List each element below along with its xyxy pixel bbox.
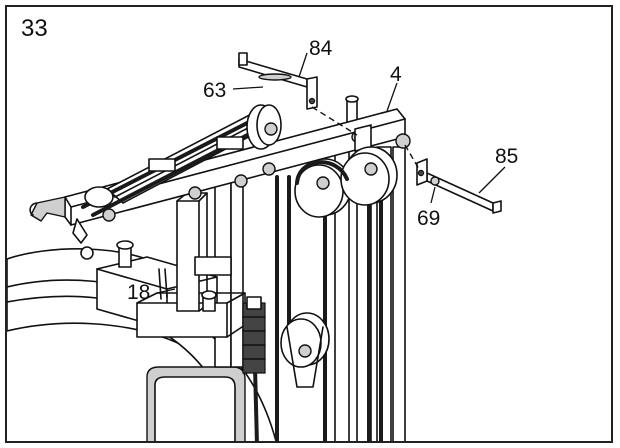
callout-18: 18 [127,281,150,304]
callout-84: 84 [309,37,333,60]
assembly-illustration: 84 63 4 85 69 18 [7,37,518,441]
handle-grip [242,296,266,374]
callout-63: 63 [203,79,226,102]
leader-lines [156,52,506,294]
bracket-85 [404,144,502,214]
lower-cables [253,175,383,441]
step-number: 33 [21,15,48,42]
callout-69: 69 [417,207,440,230]
twin-pulleys [294,146,398,218]
upper-arm-4 [29,108,411,260]
callout-85: 85 [495,145,518,168]
angled-top-arm [81,104,282,217]
diagram-frame: 33 [5,5,613,443]
callout-4: 4 [390,63,402,86]
lower-pulley [280,312,330,388]
bracket-84 [238,52,358,136]
